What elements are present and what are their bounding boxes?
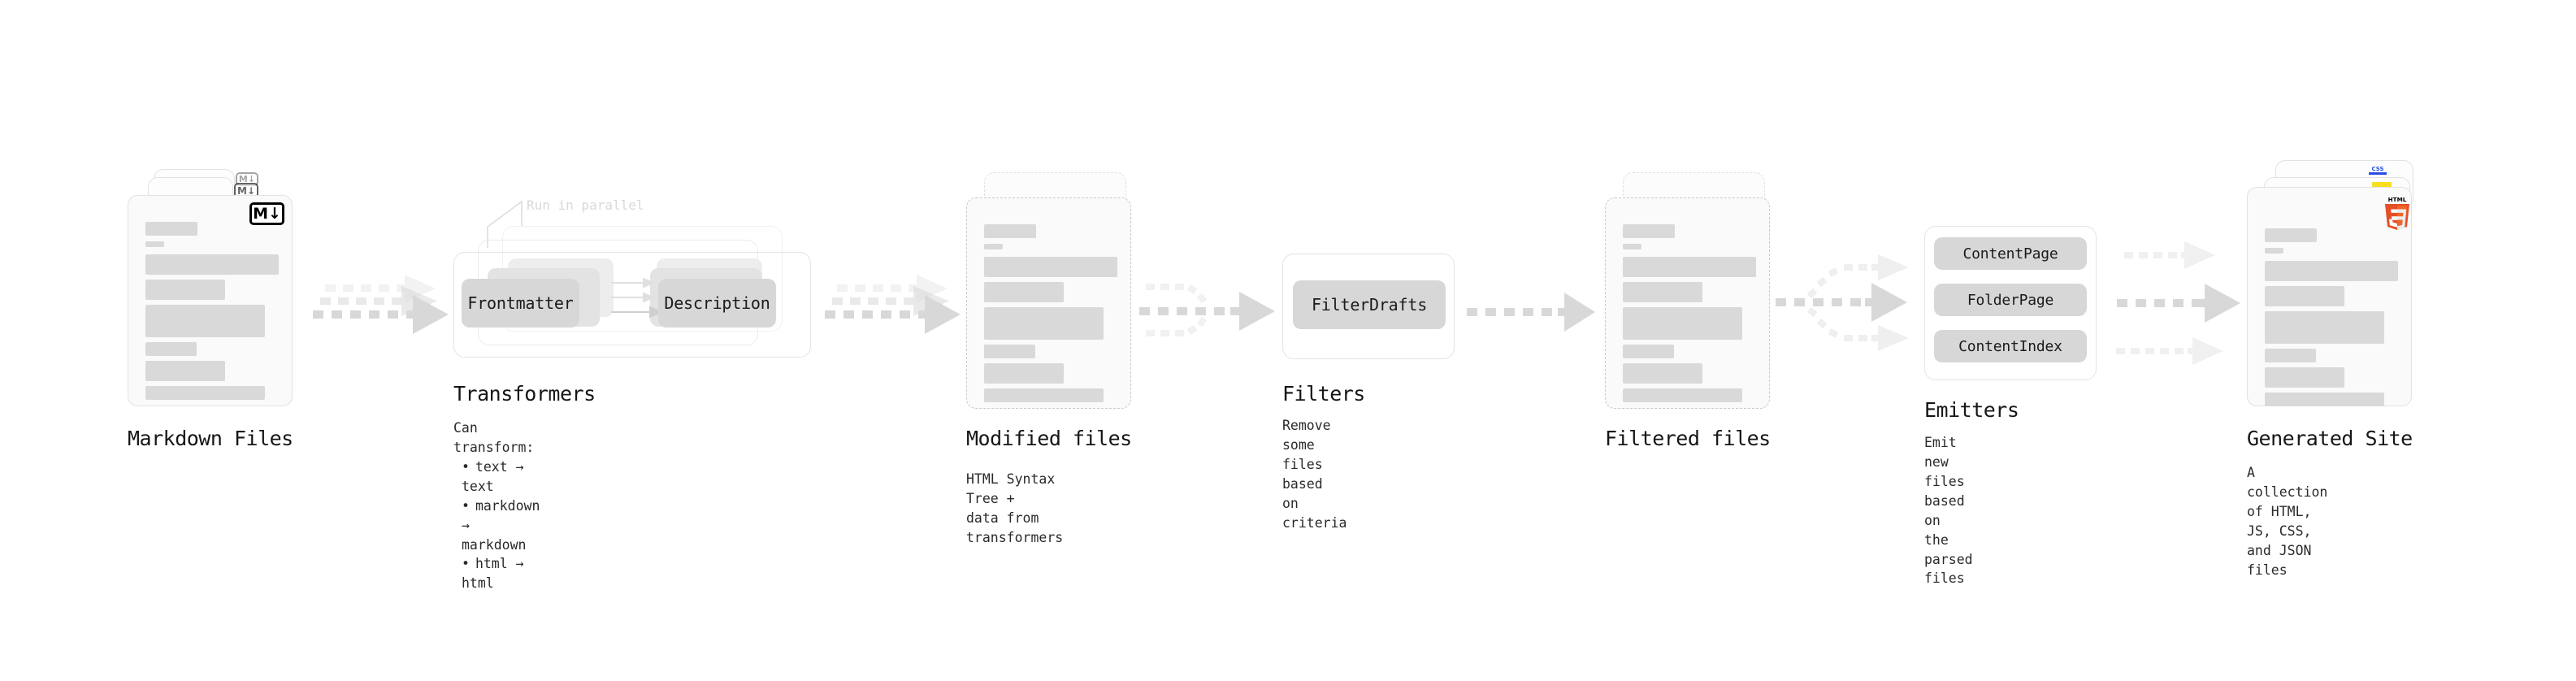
- stage-desc-modified-files: HTML Syntax Tree + data from transformer…: [966, 471, 1064, 545]
- stage-title-filters: Filters: [1282, 382, 1365, 406]
- emitters-chip-contentindex[interactable]: ContentIndex: [1934, 330, 2087, 362]
- connector-emitters-to-site: [2113, 228, 2255, 373]
- skeleton-line: [2265, 311, 2384, 344]
- skeleton-line: [1623, 257, 1756, 277]
- site-card-front: [2247, 187, 2412, 406]
- transformers-list-item: markdown → markdown: [462, 497, 540, 555]
- connector-filtered-to-emitters: [1776, 232, 1922, 377]
- emitters-chip-contentpage[interactable]: ContentPage: [1934, 237, 2087, 270]
- parallel-label: Run in parallel: [527, 197, 644, 213]
- skeleton-line: [984, 363, 1064, 384]
- css-icon: CSS: [2369, 165, 2387, 175]
- filters-group-box: [1282, 254, 1455, 359]
- skeleton-line: [2265, 286, 2344, 306]
- transformers-list-lead: Can transform:: [453, 420, 535, 455]
- skeleton-line: [2265, 349, 2316, 362]
- skeleton-line: [2265, 393, 2384, 406]
- markdown-card-front: [128, 195, 293, 406]
- skeleton-line: [145, 386, 265, 400]
- skeleton-line: [984, 244, 1003, 249]
- svg-text:HTML: HTML: [2388, 196, 2407, 203]
- stage-title-markdown-files: Markdown Files: [128, 427, 293, 450]
- transformers-list-item: text → text: [462, 458, 540, 497]
- modified-card-front: [966, 197, 1131, 409]
- stage-title-emitters: Emitters: [1924, 398, 2019, 422]
- skeleton-line: [2265, 261, 2398, 281]
- skeleton-line: [145, 222, 197, 236]
- stage-desc-generated-site: A collection of HTML, JS, CSS, and JSON …: [2247, 465, 2328, 578]
- transformers-list-item: html → html: [462, 554, 540, 593]
- stage-title-transformers: Transformers: [453, 382, 596, 406]
- stage-title-generated-site: Generated Site: [2247, 427, 2413, 450]
- transformers-chip-description[interactable]: Description: [658, 279, 776, 327]
- skeleton-line: [1623, 363, 1702, 384]
- skeleton-line: [1623, 244, 1641, 249]
- transformers-capability-list: Can transform: text → text markdown → ma…: [453, 419, 540, 593]
- transformers-inner-arrows: [611, 277, 664, 319]
- skeleton-line: [145, 241, 164, 247]
- stage-desc-emitters: Emit new files based on the parsed files: [1924, 435, 1973, 587]
- skeleton-line: [1623, 388, 1742, 402]
- stage-title-modified-files: Modified files: [966, 427, 1132, 450]
- skeleton-line: [1623, 307, 1742, 340]
- connector-modified-to-filters: [1136, 268, 1282, 361]
- transformers-chip-frontmatter[interactable]: Frontmatter: [462, 279, 579, 327]
- skeleton-line: [2265, 228, 2317, 242]
- html5-icon: HTML: [2383, 195, 2412, 234]
- skeleton-line: [2265, 248, 2283, 254]
- parallel-bracket: [487, 200, 523, 248]
- emitters-chip-folderpage[interactable]: FolderPage: [1934, 284, 2087, 316]
- skeleton-line: [145, 342, 197, 356]
- emitters-group-box: [1924, 226, 2097, 380]
- skeleton-line: [984, 345, 1035, 358]
- stage-title-filtered-files: Filtered files: [1605, 427, 1771, 450]
- skeleton-line: [984, 224, 1036, 238]
- skeleton-line: [145, 305, 265, 337]
- filtered-card-front: [1605, 197, 1770, 409]
- skeleton-line: [2265, 367, 2344, 388]
- skeleton-line: [984, 307, 1104, 340]
- stage-desc-filters: Remove some files based on criteria: [1282, 418, 1347, 531]
- skeleton-line: [984, 282, 1064, 302]
- skeleton-line: [145, 361, 225, 381]
- skeleton-line: [1623, 345, 1674, 358]
- connector-filters-to-filtered: [1467, 291, 1597, 343]
- connector-markdown-to-transformers: [309, 268, 451, 361]
- skeleton-line: [145, 280, 225, 300]
- skeleton-line: [984, 388, 1104, 402]
- skeleton-line: [1623, 224, 1675, 238]
- filters-chip-filterdrafts[interactable]: FilterDrafts: [1293, 280, 1446, 329]
- skeleton-line: [145, 254, 279, 275]
- markdown-icon: M↓: [249, 202, 284, 225]
- skeleton-line: [984, 257, 1117, 277]
- connector-transformers-to-modified: [821, 268, 963, 361]
- transformers-group-box: [453, 252, 811, 358]
- skeleton-line: [1623, 282, 1702, 302]
